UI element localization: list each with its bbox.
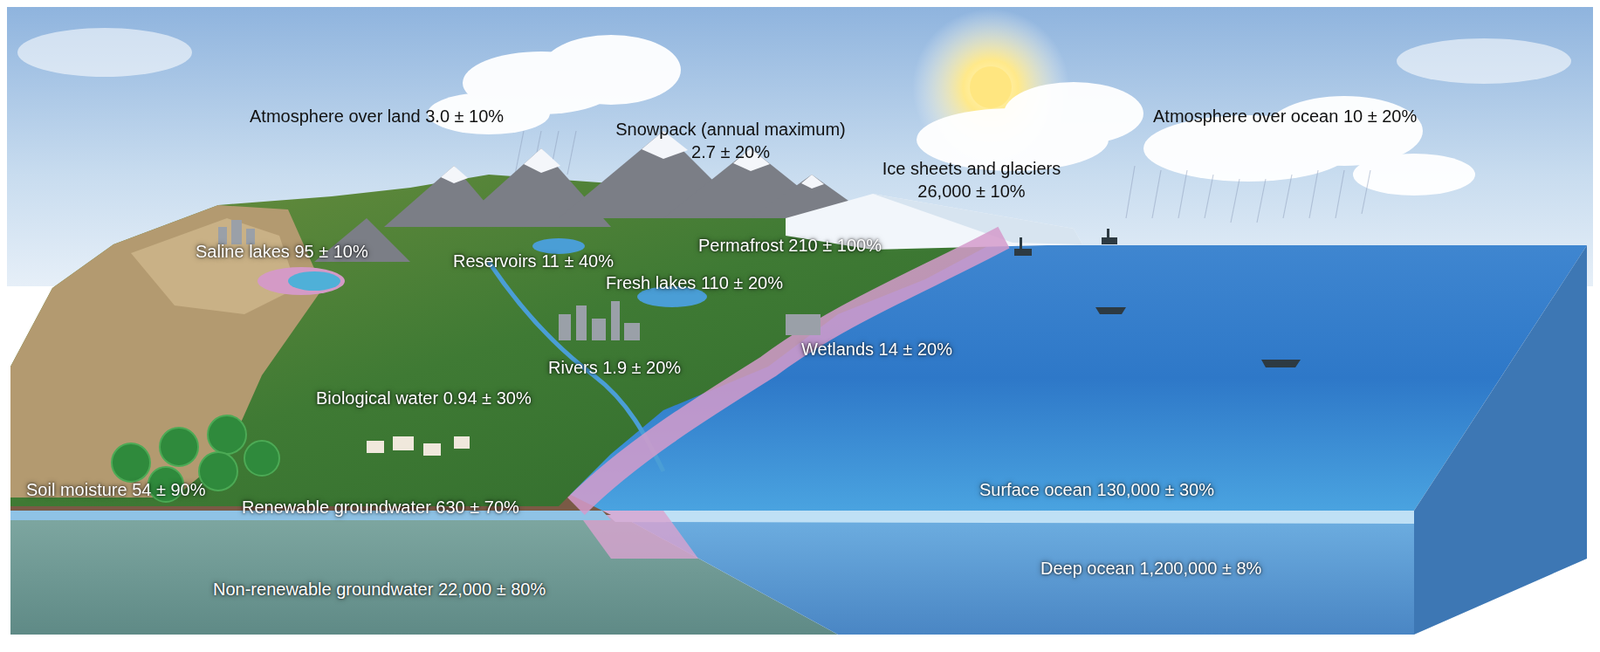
fresh-lakes-label: Fresh lakes 110 ± 20% — [605, 271, 783, 295]
deep-ocean-label: Deep ocean 1,200,000 ± 8% — [1040, 556, 1262, 580]
biological-water-label: Biological water 0.94 ± 30% — [315, 386, 532, 410]
permafrost-label: Permafrost 210 ± 100% — [698, 233, 882, 257]
rivers-label: Rivers 1.9 ± 20% — [548, 356, 681, 379]
renewable-groundwater-label: Renewable groundwater 630 ± 70% — [241, 495, 520, 519]
atmosphere-land-label: Atmosphere over land 3.0 ± 10% — [249, 104, 504, 128]
wetlands-label: Wetlands 14 ± 20% — [801, 337, 953, 361]
soil-moisture-label: Soil moisture 54 ± 90% — [26, 478, 207, 502]
ice-sheets-label: Ice sheets and glaciers 26,000 ± 10% — [862, 157, 1081, 203]
atmosphere-ocean-label: Atmosphere over ocean 10 ± 20% — [1153, 104, 1417, 128]
snowpack-label: Snowpack (annual maximum) 2.7 ± 20% — [608, 117, 853, 164]
saline-lakes-label: Saline lakes 95 ± 10% — [195, 240, 369, 263]
surface-ocean-label: Surface ocean 130,000 ± 30% — [979, 478, 1215, 502]
reservoirs-label: Reservoirs 11 ± 40% — [453, 249, 614, 273]
non-renewable-groundwater-label: Non-renewable groundwater 22,000 ± 80% — [212, 577, 546, 601]
